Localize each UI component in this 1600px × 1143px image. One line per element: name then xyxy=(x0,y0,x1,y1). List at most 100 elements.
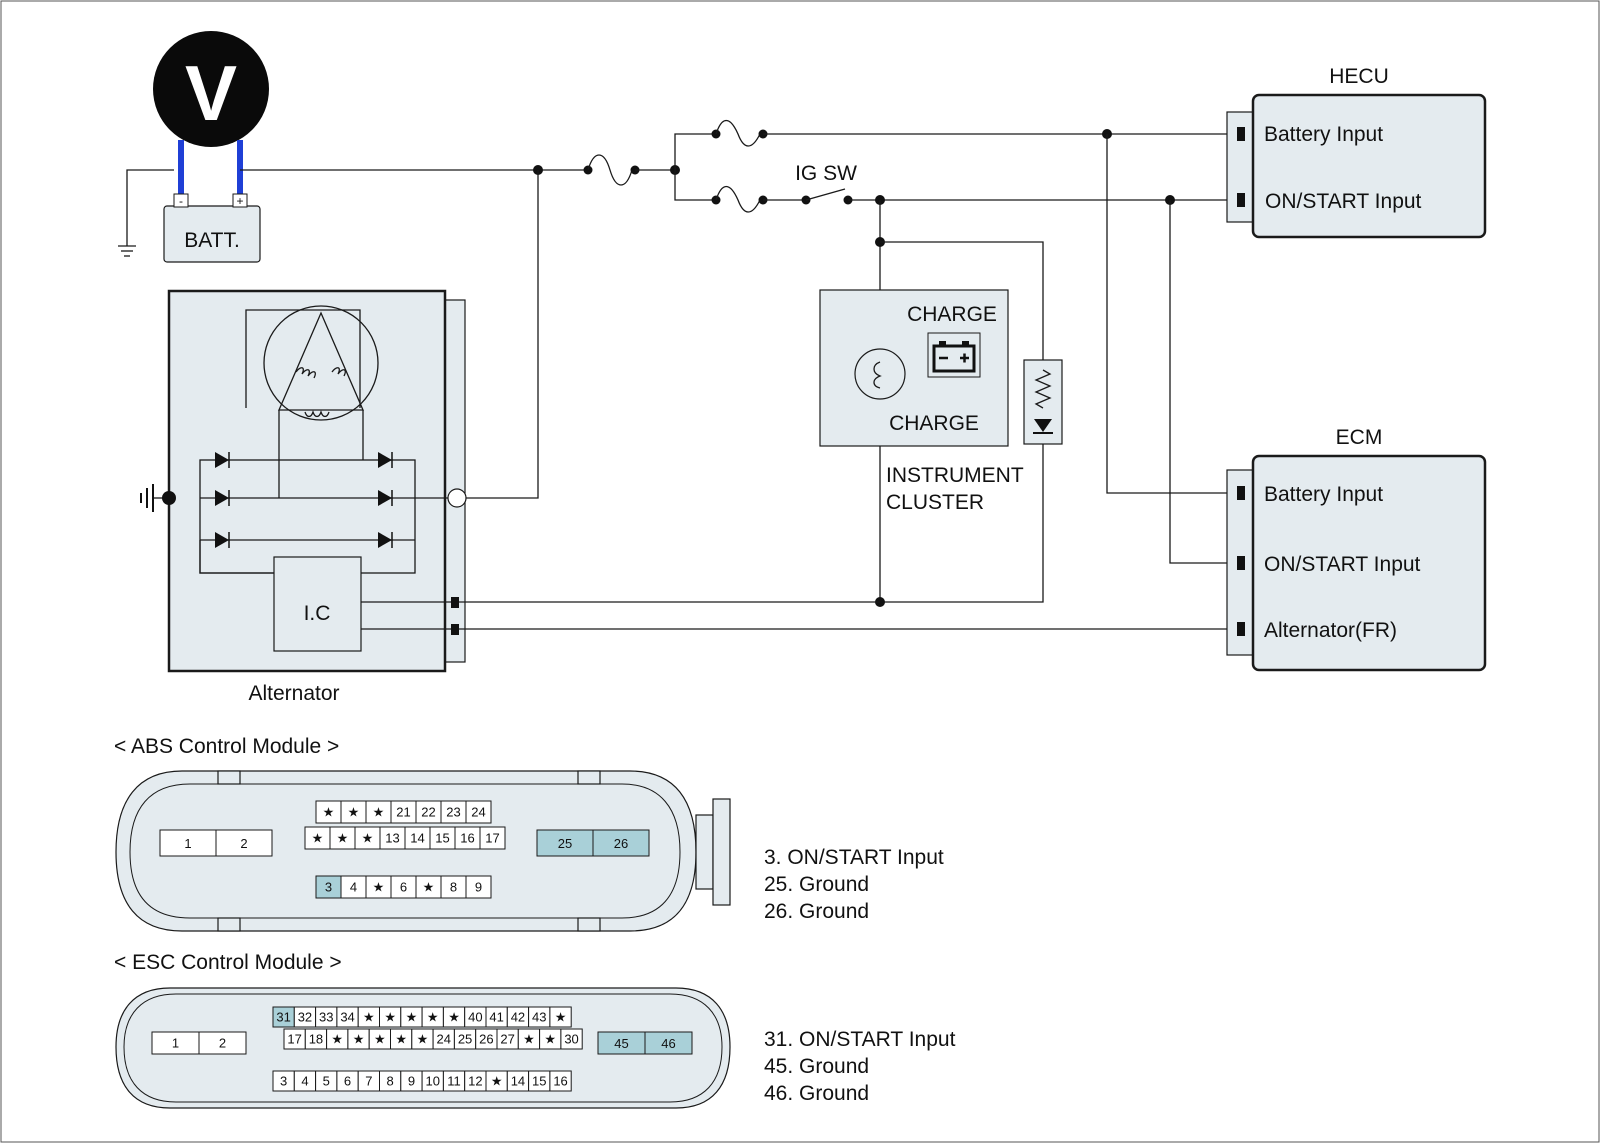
connector-pin-label: 12 xyxy=(468,1074,482,1089)
connector-pin xyxy=(465,800,492,824)
esc-module-title: < ESC Control Module > xyxy=(114,951,342,974)
alternator-output-wire xyxy=(466,170,539,499)
connector-pin-label: ★ xyxy=(523,1032,535,1047)
voltmeter-symbol: V xyxy=(185,49,237,137)
connector-pin-label: 4 xyxy=(301,1074,308,1089)
connector-pin-label: ★ xyxy=(427,1010,439,1025)
connector-pin-label: 45 xyxy=(614,1036,628,1051)
battery-warning-icon xyxy=(927,332,981,378)
b-terminal xyxy=(447,488,467,508)
battery-input-fuse xyxy=(711,119,768,147)
connector-pin-label: 24 xyxy=(471,805,485,820)
connector-pin-label: 40 xyxy=(468,1010,482,1025)
connector-pin-label: 3 xyxy=(280,1074,287,1089)
connector-pin-label: 16 xyxy=(460,831,474,846)
ic-label: I.C xyxy=(304,602,331,625)
connector-pin-label: 15 xyxy=(435,831,449,846)
connector-pin-label: 9 xyxy=(408,1074,415,1089)
abs-legend-line: 3. ON/START Input xyxy=(764,846,944,869)
connector-pin-label: 43 xyxy=(532,1010,546,1025)
connector-pin-label: ★ xyxy=(491,1074,503,1089)
voltmeter: V xyxy=(153,31,269,198)
ecm-alternator-pin xyxy=(1237,622,1245,636)
esc-legend-line: 31. ON/START Input xyxy=(764,1028,956,1051)
connector-pin-label: 5 xyxy=(323,1074,330,1089)
connector-pin-label: ★ xyxy=(323,805,335,820)
connector-pin xyxy=(198,1031,247,1055)
connector-pin-label: 16 xyxy=(553,1074,567,1089)
ecm-title: ECM xyxy=(1336,426,1383,449)
ig-switch-label: IG SW xyxy=(795,162,857,185)
connector-pin-label: ★ xyxy=(373,805,385,820)
charge-label-bottom: CHARGE xyxy=(889,412,979,435)
alternator-label: Alternator xyxy=(248,682,339,705)
connector-pin-label: ★ xyxy=(417,1032,429,1047)
ecm-on-start-wire xyxy=(1169,200,1237,564)
esc-legend-line: 46. Ground xyxy=(764,1082,869,1105)
connector-pin-label: ★ xyxy=(406,1010,418,1025)
connector-pin xyxy=(479,826,506,850)
connector-pin-label: 6 xyxy=(344,1074,351,1089)
main-fuse xyxy=(583,154,640,186)
connector-pin-label: 6 xyxy=(400,880,407,895)
connector-pin-label: 10 xyxy=(426,1074,440,1089)
ic-regulator xyxy=(273,556,362,652)
connector-pin-label: 9 xyxy=(475,880,482,895)
connector-pin-label: 11 xyxy=(447,1074,461,1089)
connector-pin-label: ★ xyxy=(337,831,349,846)
battery-positive-sign: + xyxy=(236,194,243,208)
connector-pin-label: 13 xyxy=(385,831,399,846)
abs-legend: 3. ON/START Input 25. Ground 26. Ground xyxy=(764,846,944,923)
connector-pin xyxy=(592,829,650,857)
stator-winding-icon xyxy=(263,305,379,421)
connector-pin-label: 34 xyxy=(340,1010,354,1025)
abs-module-title: < ABS Control Module > xyxy=(114,735,339,758)
connector-pin-label: 30 xyxy=(564,1032,578,1047)
battery: - + BATT. xyxy=(163,193,261,263)
connector-pin-label: 23 xyxy=(446,805,460,820)
connector-pin-label: 1 xyxy=(184,836,191,851)
connector-pin-label: 17 xyxy=(485,831,499,846)
hecu-on-start-pin xyxy=(1237,193,1245,207)
charge-lamp-icon xyxy=(854,348,906,400)
connector-pin-label: ★ xyxy=(448,1010,460,1025)
connector-pin-label: 46 xyxy=(661,1036,675,1051)
connector-pin-label: ★ xyxy=(384,1010,396,1025)
ecm-battery-wire xyxy=(1106,134,1237,494)
connector-pin-label: ★ xyxy=(353,1032,365,1047)
resistor-diode-unit xyxy=(1023,359,1063,445)
connector-pin-label: 14 xyxy=(410,831,424,846)
connector-pin-label: 2 xyxy=(240,836,247,851)
connector-pin xyxy=(159,829,217,857)
connector-pin-label: 41 xyxy=(489,1010,503,1025)
connector-pin-label: 7 xyxy=(365,1074,372,1089)
connector-pin-label: 8 xyxy=(387,1074,394,1089)
connector-pin-label: 24 xyxy=(437,1032,451,1047)
connector-pin-label: 42 xyxy=(511,1010,525,1025)
connector-pin xyxy=(465,875,492,899)
alternator: I.C xyxy=(167,289,467,673)
alternator-fr-terminal xyxy=(451,624,459,635)
connector-pin-label: 15 xyxy=(532,1074,546,1089)
ecm-battery-input-label: Battery Input xyxy=(1264,483,1383,506)
ig-switch: IG SW xyxy=(795,162,857,205)
battery-ground-symbol xyxy=(118,169,174,257)
connector-pin-label: 18 xyxy=(309,1032,323,1047)
connector-pin-label: ★ xyxy=(348,805,360,820)
connector-pin-label: 17 xyxy=(287,1032,301,1047)
connector-pin-label: 4 xyxy=(350,880,357,895)
connector-pin-label: 25 xyxy=(558,836,572,851)
connector-pin-label: 26 xyxy=(479,1032,493,1047)
connector-pin-label: ★ xyxy=(374,1032,386,1047)
ecm-alternator-fr-label: Alternator(FR) xyxy=(1264,619,1397,642)
alternator-ground-symbol xyxy=(140,484,176,512)
connector-pin-label: 31 xyxy=(276,1010,290,1025)
connector-pin-label: 2 xyxy=(219,1036,226,1051)
cluster-name-line2: CLUSTER xyxy=(886,491,984,514)
connector-pin-label: ★ xyxy=(363,1010,375,1025)
